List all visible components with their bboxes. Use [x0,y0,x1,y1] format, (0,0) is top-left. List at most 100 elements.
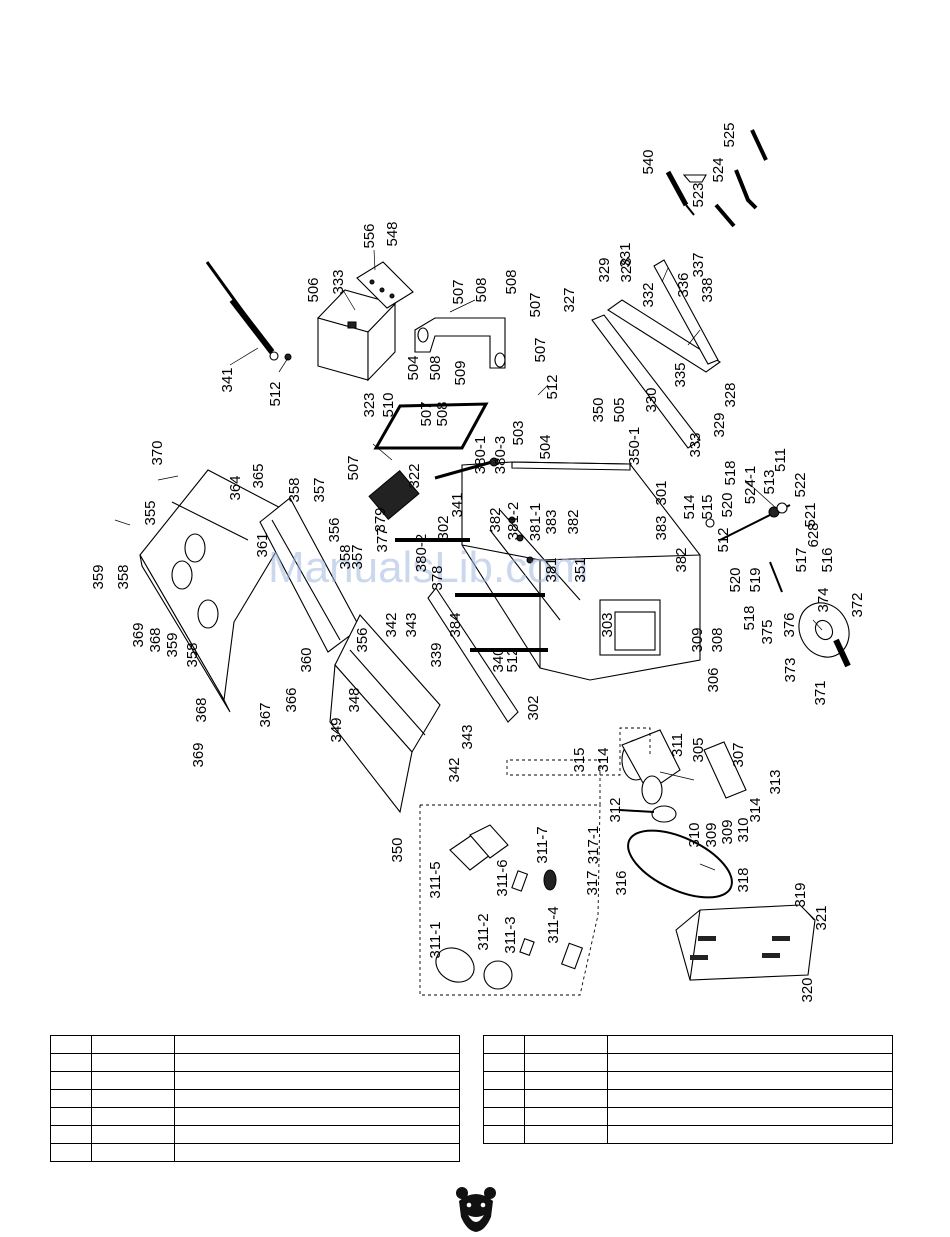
part-label-519: 519 [747,567,764,592]
part-label-522: 522 [792,472,809,497]
part-label-314: 314 [595,747,612,772]
part-label-370: 370 [149,440,166,465]
part-label-368: 368 [147,627,164,652]
part-label-521: 521 [802,502,819,527]
part-label-382: 382 [487,507,504,532]
part-label-356: 356 [326,517,343,542]
part-label-508: 508 [473,277,490,302]
table-cell [50,1071,92,1090]
crank-assembly-511 [705,502,791,593]
part-label-351: 351 [572,557,589,582]
part-label-511: 511 [772,448,789,472]
table-cell [524,1125,608,1144]
table-cell [91,1107,175,1126]
part-label-337: 337 [690,252,707,277]
part-label-383: 383 [543,509,560,534]
part-label-310: 310 [686,822,703,847]
table-cell [483,1089,525,1108]
part-label-335: 335 [672,362,689,387]
table-cell [483,1035,525,1054]
part-label-302: 302 [525,695,542,720]
part-label-514: 514 [681,494,698,519]
part-label-341: 341 [449,492,466,517]
rollers-380 [395,457,548,652]
part-label-504: 504 [405,355,422,380]
part-label-548: 548 [384,221,401,246]
part-label-348: 348 [346,687,363,712]
leader-lines [114,249,823,921]
motor-detail-box [419,727,651,996]
part-label-357: 357 [349,544,366,569]
table-row [50,1107,460,1126]
part-label-350: 350 [590,397,607,422]
part-label-308: 308 [709,627,726,652]
table-cell [174,1125,460,1144]
table-cell [174,1089,460,1108]
part-label-373: 373 [782,657,799,682]
table-cell [607,1053,893,1072]
part-label-524-1: 524-1 [742,466,759,504]
part-label-516: 516 [819,547,836,572]
bracket-509 [414,317,506,369]
part-label-512: 512 [267,381,284,406]
part-label-383: 383 [653,515,670,540]
table-cell [50,1143,92,1162]
part-label-311-5: 311-5 [427,861,444,898]
part-label-540: 540 [640,149,657,174]
part-label-340: 340 [490,647,507,672]
part-label-338: 338 [699,277,716,302]
part-label-384: 384 [447,612,464,637]
table-cell [607,1125,893,1144]
part-label-381: 381 [543,557,560,582]
table-cell [524,1071,608,1090]
part-label-350: 350 [389,837,406,862]
table-cell [483,1053,525,1072]
table-cell [607,1107,893,1126]
part-label-359: 359 [164,632,181,657]
part-label-523: 523 [690,182,707,207]
part-label-311: 311 [669,733,686,757]
part-label-364: 364 [227,475,244,500]
table-cell [483,1125,525,1144]
part-label-512: 512 [544,374,561,399]
table-cell [174,1071,460,1090]
table-cell [50,1107,92,1126]
table-row [483,1107,893,1126]
part-label-359: 359 [90,564,107,589]
table-cell [607,1089,893,1108]
cabinet-301 [461,461,701,681]
part-label-366: 366 [283,687,300,712]
part-label-513: 513 [761,469,778,494]
part-label-342: 342 [383,612,400,637]
table-row [50,1125,460,1144]
table-cell [91,1143,175,1162]
part-label-518: 518 [722,460,739,485]
table-cell [483,1071,525,1090]
table-row [50,1071,460,1090]
top-cover-355 [139,469,296,713]
handwheel-372 [798,602,851,668]
part-label-343: 343 [403,612,420,637]
part-label-518: 518 [741,605,758,630]
part-label-328: 328 [722,382,739,407]
part-label-520: 520 [727,567,744,592]
table-row [50,1143,460,1162]
table-cell [174,1035,460,1054]
part-label-507: 507 [527,292,544,317]
part-label-377: 377 [374,527,391,552]
part-label-301: 301 [653,480,670,505]
pulley-316 [619,805,677,823]
part-label-508: 508 [503,269,520,294]
part-label-512: 512 [504,647,521,672]
part-label-318: 318 [735,867,752,892]
part-label-358: 358 [184,642,201,667]
part-label-316: 316 [613,870,630,895]
part-label-507: 507 [450,279,467,304]
part-label-369: 369 [130,622,147,647]
part-label-310: 310 [735,817,752,842]
part-label-341: 341 [219,367,236,392]
part-label-365: 365 [250,463,267,488]
part-label-309: 309 [719,819,736,844]
infeed-tray-348 [329,614,441,814]
part-label-510: 510 [380,392,397,417]
